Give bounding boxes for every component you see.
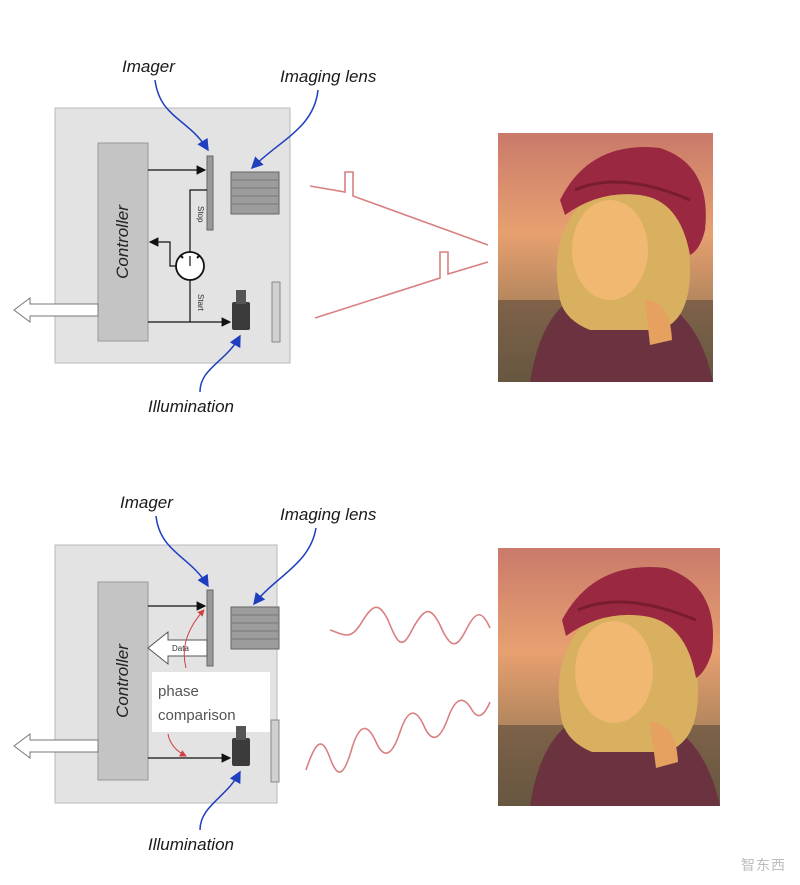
phase-arrow-up <box>183 609 205 669</box>
lens-callout-arrow <box>250 89 319 170</box>
controller-block <box>97 581 149 781</box>
illumination-callout: Illumination <box>148 397 234 416</box>
illumination-callout-arrow <box>199 770 241 831</box>
imager-callout: Imager <box>122 57 176 76</box>
stop-signal-line <box>189 189 207 252</box>
phase-label-line2: comparison <box>158 707 236 724</box>
imager-callout-arrow <box>154 79 209 152</box>
illumination-diffuser <box>271 281 281 343</box>
phase-tof-diagram: Controller Data phase comparison Imager … <box>0 440 800 885</box>
start-label: Start <box>196 294 205 312</box>
data-arrow <box>147 630 208 666</box>
return-wave-signal <box>329 606 491 645</box>
controller-label: Controller <box>113 204 132 279</box>
imaging-lens <box>230 171 280 215</box>
lens-callout: Imaging lens <box>280 505 377 524</box>
imager-callout-arrow <box>155 515 209 588</box>
phase-arrow-down <box>167 733 187 757</box>
phase-comparison-box <box>152 672 270 732</box>
output-arrow <box>13 733 99 759</box>
emitted-pulse-signal <box>314 251 489 319</box>
illumination-diffuser <box>270 719 280 783</box>
timer-icon <box>175 251 205 281</box>
stop-label: Stop <box>196 206 205 223</box>
illumination-callout: Illumination <box>148 835 234 854</box>
data-label: Data <box>172 644 189 653</box>
imager-sensor <box>206 589 214 667</box>
imager-callout: Imager <box>120 493 174 512</box>
phase-label-line1: phase <box>158 683 199 700</box>
camera-housing <box>54 107 291 364</box>
lens-callout-arrow <box>253 527 317 606</box>
controller-label: Controller <box>113 643 132 718</box>
timer-to-controller-line <box>148 237 176 267</box>
illumination-callout-arrow <box>199 334 241 393</box>
lens-callout: Imaging lens <box>280 67 377 86</box>
output-arrow <box>13 297 99 323</box>
subject-photo <box>498 548 720 806</box>
illumination-source <box>232 726 250 766</box>
illumination-source <box>232 290 250 330</box>
controller-block <box>97 142 149 342</box>
return-pulse-signal <box>309 171 489 246</box>
emitted-wave-signal <box>305 699 491 773</box>
imager-sensor <box>206 155 214 231</box>
subject-photo <box>498 133 713 382</box>
pulse-tof-diagram: Controller Stop Start Imager Imaging len… <box>0 0 800 440</box>
watermark-logo: 智东西 <box>741 857 786 873</box>
imaging-lens <box>230 606 280 650</box>
